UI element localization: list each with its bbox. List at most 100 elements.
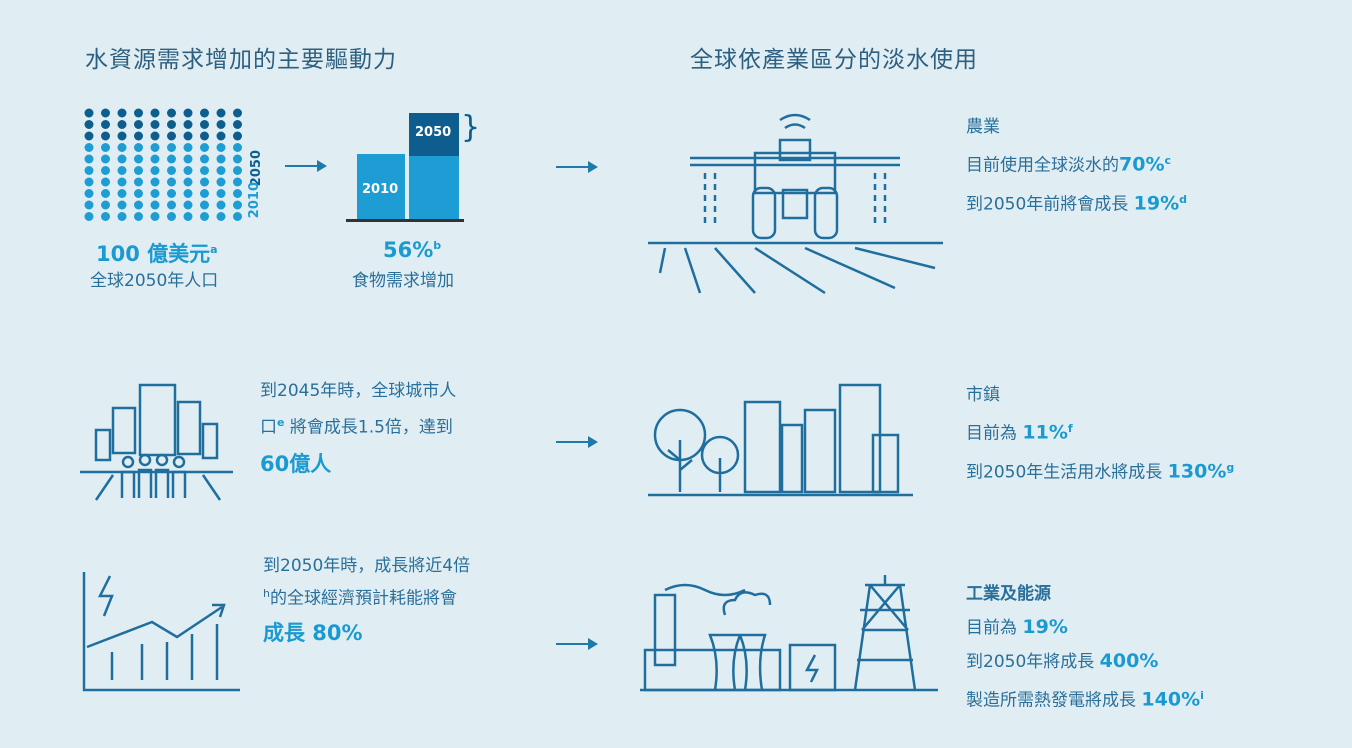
population-dot [84,120,94,129]
population-dot [134,131,143,141]
industry-text: 工業及能源 目前為 19% 到2050年將成長 400% 製造所需熱發電將成長 … [966,584,1204,711]
population-dot [84,212,94,221]
population-dot [101,131,110,141]
population-dot [183,154,193,164]
population-dot [167,154,176,164]
population-dot [117,131,127,141]
population-dot [216,200,226,210]
population-dot [200,143,209,152]
population-dot [134,143,143,152]
population-dot [150,166,160,175]
population-dot [183,143,193,152]
population-dot [84,131,94,141]
population-dot [101,189,110,198]
population-dot [216,108,226,118]
population-dot [216,143,226,152]
left-title: 水資源需求增加的主要驅動力 [85,47,397,73]
population-dot [167,166,176,175]
population-dot [183,200,193,210]
population-dot [134,108,143,118]
population-dot [101,154,110,164]
arrow-icon [285,160,327,172]
population-dot [134,154,143,164]
population-dot [134,189,143,198]
population-dot [117,189,127,198]
population-dot [183,131,193,141]
population-dot [216,177,226,187]
population-dot [84,108,94,118]
population-dot [101,166,110,175]
population-dot [183,108,193,118]
population-dot [183,177,193,187]
population-label: 全球2050年人口 [90,271,219,291]
population-dot [216,154,226,164]
population-dot [150,108,160,118]
population-dot [150,131,160,141]
population-dot [167,120,176,129]
population-dot [167,177,176,187]
food-value: 56%b [383,238,442,262]
population-dot [101,212,110,221]
population-dot [117,154,127,164]
population-dot [150,120,160,129]
population-dot [200,177,209,187]
population-dot [117,120,127,129]
right-title: 全球依產業區分的淡水使用 [690,47,978,73]
population-dot [167,212,176,221]
population-dot [167,143,176,152]
population-dot [167,108,176,118]
population-dot [134,120,143,129]
population-dot [183,166,193,175]
agriculture-text: 農業 目前使用全球淡水的70%c 到2050年前將會成長 19%d [966,117,1188,215]
arrow-icon [556,638,598,650]
population-dot [134,200,143,210]
population-dot [150,154,160,164]
population-dot [200,108,209,118]
population-dot [200,120,209,129]
population-dot [200,154,209,164]
population-dot [117,166,127,175]
population-dot [117,143,127,152]
population-dot [233,131,242,141]
bar-2010: 2010 [357,154,405,220]
population-dot [84,143,94,152]
axis-2050-label: 2050 [248,150,264,187]
population-dot [101,108,110,118]
population-dot [117,108,127,118]
population-dot [233,120,242,129]
population-dot [233,212,242,221]
population-dot [150,189,160,198]
population-dot [216,120,226,129]
population-dot [84,166,94,175]
population-dot [183,189,193,198]
arrow-icon [556,161,598,173]
population-dot [200,166,209,175]
population-dot [101,120,110,129]
population-dot [183,120,193,129]
baseline [346,219,464,222]
population-dot [233,189,242,198]
city-trees-icon [648,383,913,497]
population-dot [216,166,226,175]
population-dot [84,200,94,210]
population-dot [233,108,242,118]
population-value: 100 億美元a [96,242,218,266]
population-dot [150,212,160,221]
population-dot [233,143,242,152]
population-dot [167,189,176,198]
population-dot [216,212,226,221]
population-dot [134,166,143,175]
population-dot [216,189,226,198]
population-dot [150,177,160,187]
factory-power-icon [640,575,938,692]
population-dot [233,177,242,187]
population-dot [134,212,143,221]
population-dot [84,177,94,187]
population-dot [233,166,242,175]
population-dot [150,143,160,152]
population-dot [101,143,110,152]
population-dot [200,189,209,198]
brace-icon: } [461,110,481,145]
population-dot [117,200,127,210]
population-dot [200,212,209,221]
